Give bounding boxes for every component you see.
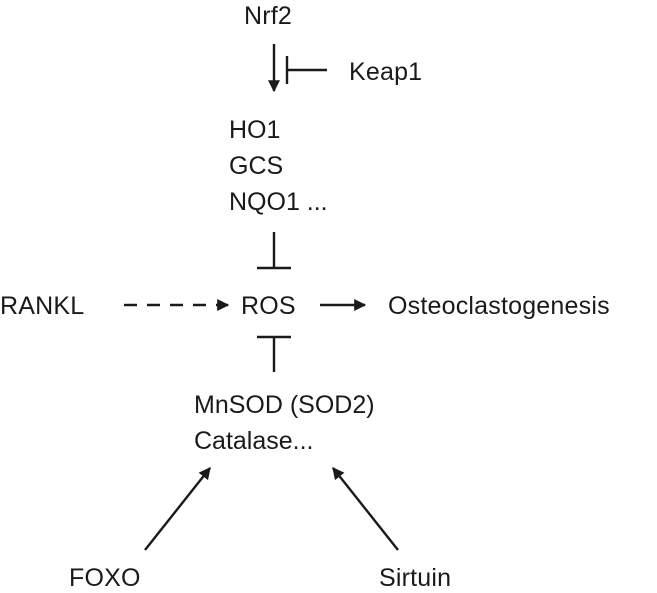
- node-sirtuin: Sirtuin: [379, 564, 452, 592]
- enzyme-catalase: Catalase...: [194, 427, 314, 455]
- gene-nqo1: NQO1 ...: [229, 188, 328, 216]
- edge-foxo-to-enzymes-arrow: [144, 467, 211, 551]
- node-foxo: FOXO: [69, 564, 141, 592]
- node-antioxidant-genes: HO1 GCS NQO1 ...: [229, 112, 328, 220]
- edge-enzymes-inhibit-ros: [257, 335, 291, 372]
- node-keap1: Keap1: [349, 58, 423, 86]
- node-antioxidant-enzymes: MnSOD (SOD2) Catalase...: [194, 387, 375, 459]
- edge-sirtuin-to-enzymes-arrow: [332, 467, 399, 551]
- gene-ho1: HO1: [229, 116, 281, 144]
- edge-genes-inhibit-ros: [257, 232, 291, 270]
- node-nrf2: Nrf2: [244, 2, 293, 30]
- node-rankl: RANKL: [0, 292, 85, 320]
- node-osteoclastogenesis: Osteoclastogenesis: [388, 292, 610, 320]
- edge-keap1-inhibits-nrf2: [285, 56, 327, 84]
- node-ros: ROS: [241, 292, 296, 320]
- gene-gcs: GCS: [229, 152, 284, 180]
- enzyme-mnsod: MnSOD (SOD2): [194, 391, 375, 419]
